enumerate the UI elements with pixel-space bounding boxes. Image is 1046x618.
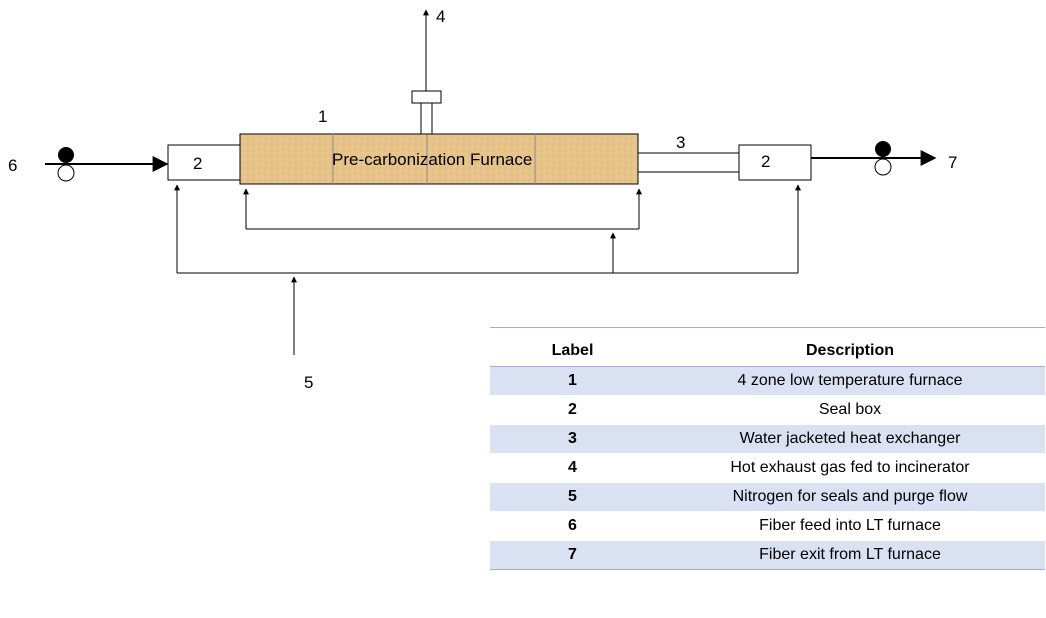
heat-exchanger bbox=[637, 152, 740, 173]
legend-row-description: 4 zone low temperature furnace bbox=[655, 366, 1045, 396]
legend-row-label: 3 bbox=[490, 424, 655, 454]
exhaust-cap bbox=[411, 90, 442, 104]
legend-row: 4 Hot exhaust gas fed to incinerator bbox=[490, 453, 1045, 483]
legend-row: 1 4 zone low temperature furnace bbox=[490, 366, 1045, 396]
legend-row-description: Water jacketed heat exchanger bbox=[655, 424, 1045, 454]
legend-row-description: Fiber feed into LT furnace bbox=[655, 511, 1045, 541]
legend-row: 5 Nitrogen for seals and purge flow bbox=[490, 482, 1045, 512]
label-7: 7 bbox=[948, 153, 957, 172]
label-6: 6 bbox=[8, 156, 17, 175]
legend-row-label: 1 bbox=[490, 366, 655, 396]
seal-box-left bbox=[167, 144, 241, 181]
legend-row-description: Fiber exit from LT furnace bbox=[655, 540, 1045, 570]
label-1: 1 bbox=[318, 107, 327, 126]
legend-row-label: 2 bbox=[490, 395, 655, 425]
legend-row-label: 7 bbox=[490, 540, 655, 570]
furnace-title: Pre-carbonization Furnace bbox=[332, 150, 532, 169]
legend-row-description: Nitrogen for seals and purge flow bbox=[655, 482, 1045, 512]
legend-row: 2 Seal box bbox=[490, 395, 1045, 425]
label-2-right: 2 bbox=[761, 152, 770, 171]
label-2-left: 2 bbox=[193, 154, 202, 173]
roller-bottom-left bbox=[57, 164, 75, 182]
furnace-body bbox=[239, 133, 639, 185]
legend-row: 3 Water jacketed heat exchanger bbox=[490, 424, 1045, 454]
exhaust-pipe bbox=[420, 102, 433, 135]
legend-row: 6 Fiber feed into LT furnace bbox=[490, 511, 1045, 541]
roller-top-left bbox=[58, 147, 74, 163]
legend-row-label: 4 bbox=[490, 453, 655, 483]
legend-header-label: Label bbox=[490, 327, 655, 367]
legend-row: 7 Fiber exit from LT furnace bbox=[490, 540, 1045, 570]
legend-row-description: Seal box bbox=[655, 395, 1045, 425]
legend-row-description: Hot exhaust gas fed to incinerator bbox=[655, 453, 1045, 483]
legend-row-label: 6 bbox=[490, 511, 655, 541]
legend-table: Label Description 1 4 zone low temperatu… bbox=[490, 327, 1045, 570]
legend-row-label: 5 bbox=[490, 482, 655, 512]
label-4: 4 bbox=[436, 7, 445, 26]
label-5: 5 bbox=[304, 373, 313, 392]
roller-bottom-right bbox=[874, 158, 892, 176]
legend-header-row: Label Description bbox=[490, 327, 1045, 367]
seal-box-right bbox=[738, 144, 812, 181]
roller-top-right bbox=[875, 141, 891, 157]
legend-header-description: Description bbox=[655, 327, 1045, 367]
label-3: 3 bbox=[676, 133, 685, 152]
